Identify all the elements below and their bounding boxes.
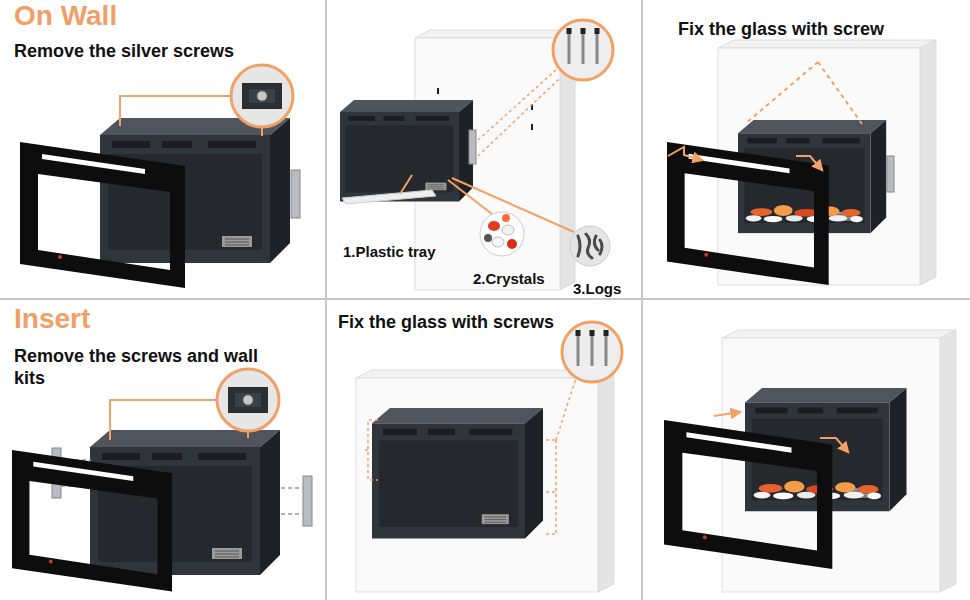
panel-two-art-part — [553, 20, 613, 80]
panel-five-art-part — [356, 378, 598, 592]
panel-two-art-part — [400, 175, 412, 194]
panel-four-art-part — [217, 369, 279, 431]
step-panel: On WallRemove the silver screws — [0, 0, 326, 299]
panel-five-art-part — [598, 370, 614, 592]
panel-five-art-part — [546, 378, 576, 534]
crystals-zoom-part — [492, 237, 504, 247]
panel-three-art — [667, 40, 936, 285]
panel-three-art-part — [745, 62, 818, 124]
panel-three-art-part — [796, 156, 822, 170]
step-instruction: Fix the glass with screws — [338, 311, 554, 333]
panel-five-art-part — [362, 420, 378, 480]
panel-four-art-part — [303, 476, 312, 526]
panel-one-art-part — [291, 170, 300, 218]
label-anchor: 1.Plastic tray — [343, 243, 436, 261]
label-anchor: 3.Logs — [573, 280, 621, 298]
panel-three-art-part — [718, 40, 936, 48]
panel-four-art-part — [12, 450, 172, 592]
crystals-zoom-part — [502, 225, 514, 235]
panel-four-art — [12, 369, 312, 592]
part-callout: 1.Plastic tray — [343, 243, 436, 261]
panel-three-art-part — [818, 62, 862, 124]
logs-zoom-part — [570, 226, 610, 266]
panel-four-art-part — [110, 400, 216, 440]
step-instruction: Remove the screws and wall kits — [14, 345, 264, 389]
logs-zoom — [570, 226, 610, 266]
panel-two-art-part — [478, 78, 560, 156]
panel-one-art-part — [231, 65, 293, 127]
grid-lines-part — [0, 298, 970, 300]
panel-three-art-part — [667, 142, 829, 285]
crystals-zoom-part — [484, 234, 492, 242]
panel-two-art — [340, 20, 613, 290]
crystals-zoom-part — [480, 212, 524, 256]
panel-six-art-part — [722, 330, 956, 338]
panel-six-art-part — [664, 420, 832, 569]
panel-two-art-part — [342, 190, 436, 204]
part-callout: 3.Logs — [573, 280, 621, 298]
step-panel: InsertRemove the screws and wall kits — [0, 299, 326, 600]
crystals-zoom-part — [488, 221, 500, 231]
panel-six-art-part — [940, 330, 956, 592]
label-anchor: 2.Crystals — [473, 270, 545, 288]
panel-three-art-part — [920, 40, 936, 285]
crystals-zoom-part — [502, 214, 510, 222]
part-callout: 2.Crystals — [473, 270, 545, 288]
step-instruction: Fix the glass with screw — [678, 18, 884, 40]
panel-one-art — [20, 65, 300, 288]
panel-three-art-part — [668, 147, 702, 160]
panel-five-art-part — [562, 322, 622, 382]
section-heading: On Wall — [14, 0, 117, 32]
panel-six-art-part — [820, 438, 848, 452]
panel-four-art-part — [90, 430, 280, 575]
panel-five-art-part — [372, 408, 543, 539]
panel-three-art-part — [887, 156, 894, 192]
section-heading: Insert — [14, 303, 90, 335]
logs-zoom-part — [578, 234, 602, 258]
panel-six-art — [664, 330, 956, 592]
panel-one-art-part — [120, 96, 230, 126]
crystals-zoom — [480, 212, 524, 256]
panel-two-art-part — [478, 70, 556, 140]
step-panel: Fix the glass with screw — [642, 0, 970, 299]
panel-five-art — [356, 322, 622, 592]
panel-two-art-part — [340, 100, 473, 202]
step-instruction: Remove the silver screws — [14, 40, 234, 62]
step-panel: Fix the glass with screws — [326, 299, 642, 600]
panel-six-art-part — [714, 412, 740, 416]
panel-one-art-part — [20, 142, 185, 288]
panel-one-art-part — [100, 118, 290, 263]
panel-two-art-part — [469, 130, 476, 164]
panel-two-art-part — [415, 30, 575, 38]
panel-three-art-part — [746, 205, 863, 222]
crystals-zoom-part — [507, 239, 517, 249]
